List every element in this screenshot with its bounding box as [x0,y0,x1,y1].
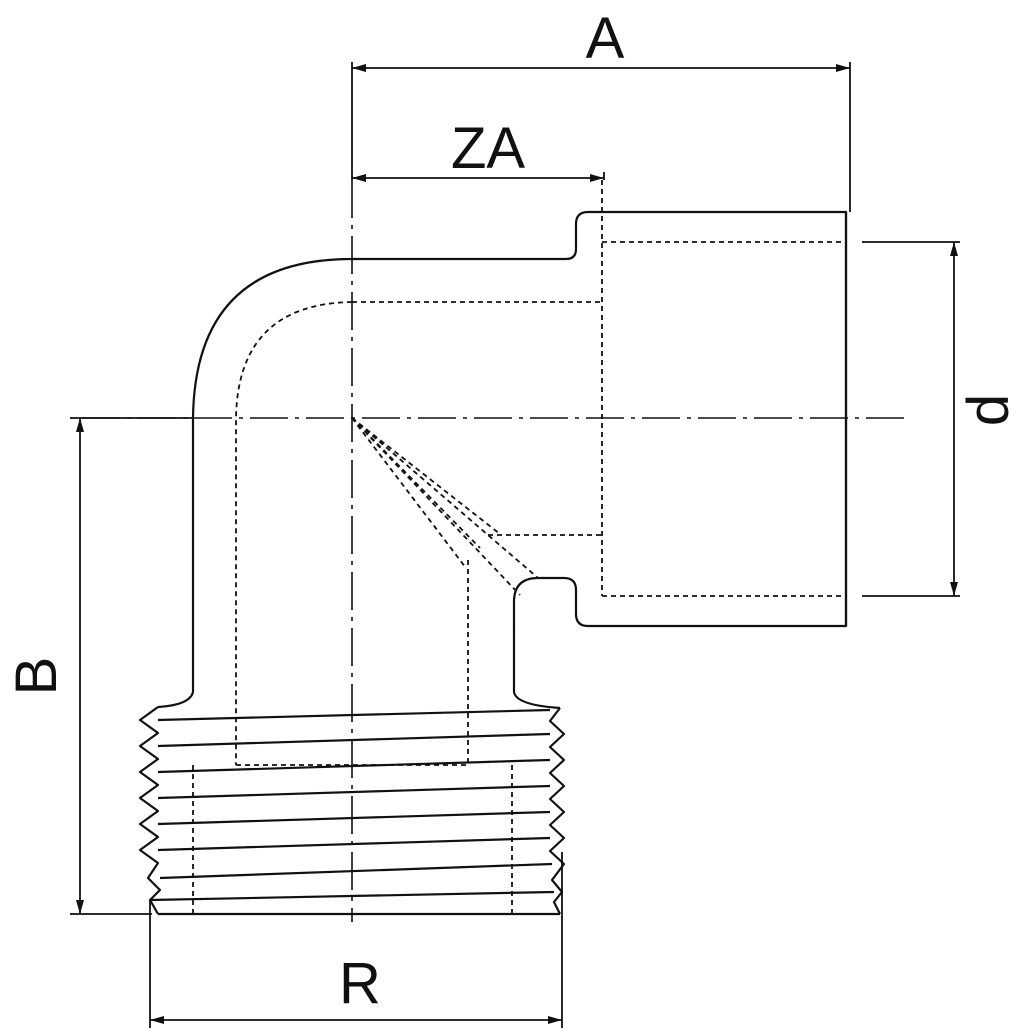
dimension-lines [70,62,960,1028]
thread-shoulder [157,691,561,710]
elbow-outer-contour [352,210,848,692]
inner-bore-bend [235,301,353,765]
hidden-lines [192,180,846,914]
label-d: d [956,394,1021,426]
label-ZA: ZA [451,116,525,181]
thread-right-profile [548,707,566,915]
label-R: R [339,951,381,1016]
label-B: B [4,657,69,696]
dimension-labels: A ZA d B R [4,6,1021,1016]
fitting-outline [157,210,848,710]
label-A: A [586,6,625,71]
center-lines [82,180,906,922]
thread-left-profile [138,706,162,915]
elbow-outer-bend [191,257,353,692]
male-thread [138,706,566,916]
